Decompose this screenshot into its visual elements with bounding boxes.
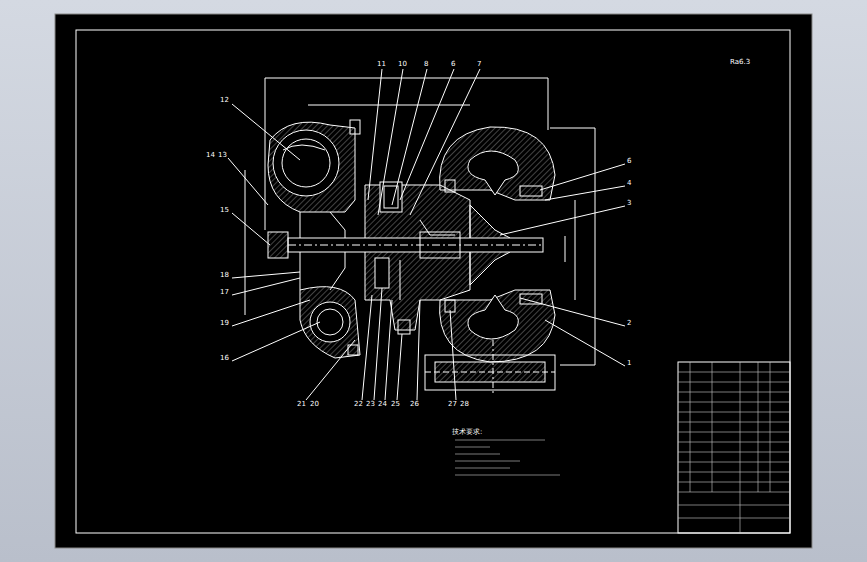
- callout-number: 23: [366, 400, 375, 408]
- callout-number: 26: [410, 400, 419, 408]
- callout-number: 11: [377, 60, 386, 68]
- callout-number: 4: [627, 179, 631, 187]
- note-heading: 技术要求:: [452, 428, 482, 436]
- callout-number: 20: [310, 400, 319, 408]
- callout-number: 19: [220, 319, 229, 327]
- callout-number: 27: [448, 400, 457, 408]
- callout-number: 16: [220, 354, 229, 362]
- callout-number: 8: [424, 60, 428, 68]
- callout-number: 1: [627, 359, 631, 367]
- callout-number: 7: [477, 60, 481, 68]
- callout-number: 28: [460, 400, 469, 408]
- callout-number: 25: [391, 400, 400, 408]
- callout-number: 22: [354, 400, 363, 408]
- callout-number: 14: [206, 151, 215, 159]
- callout-number: 17: [220, 288, 229, 296]
- callout-number: 21: [297, 400, 306, 408]
- callout-number: 13: [218, 151, 227, 159]
- callout-number: 24: [378, 400, 387, 408]
- callout-number: 2: [627, 319, 631, 327]
- callout-number: 10: [398, 60, 407, 68]
- callout-number: 18: [220, 271, 229, 279]
- callout-number: 6: [627, 157, 631, 165]
- callout-number: 6: [451, 60, 455, 68]
- dimension-label: Ra6.3: [730, 58, 750, 66]
- callout-number: 12: [220, 96, 229, 104]
- callout-number: 3: [627, 199, 631, 207]
- callout-number: 15: [220, 206, 229, 214]
